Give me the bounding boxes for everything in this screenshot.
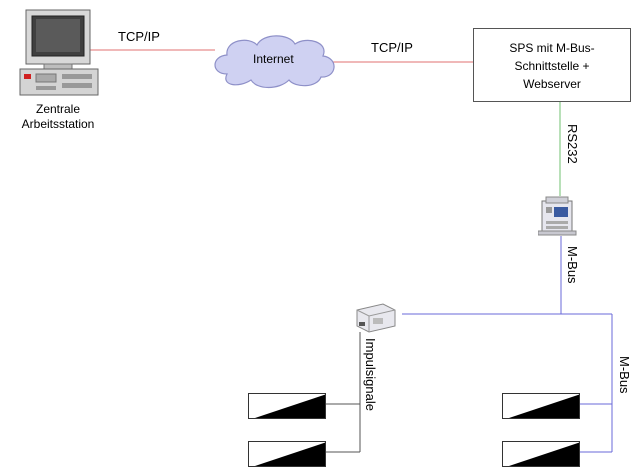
mbus-converter-icon <box>538 196 577 236</box>
tcpip-label-left: TCP/IP <box>118 29 160 44</box>
sps-label-line2: Schnittstelle + <box>514 59 590 73</box>
meter-impulse-1 <box>248 393 326 419</box>
mbus-label-right: M-Bus <box>617 356 632 394</box>
meter-icon <box>255 394 325 418</box>
computer-icon <box>19 9 99 96</box>
workstation-label-line1: Zentrale <box>35 102 81 116</box>
workstation-label-line2: Arbeitsstation <box>21 117 95 131</box>
rs232-label: RS232 <box>565 124 580 164</box>
meter-impulse-2 <box>248 441 326 467</box>
internet-label: Internet <box>253 52 294 66</box>
pulse-module-icon <box>356 303 396 333</box>
internet-cloud: Internet <box>205 30 341 90</box>
sps-label-line3: Webserver <box>523 77 581 91</box>
sps-webserver-box: SPS mit M-Bus- Schnittstelle + Webserver <box>473 28 631 102</box>
meter-icon <box>509 442 579 466</box>
workstation-node: Zentrale Arbeitsstation <box>8 4 108 134</box>
meter-icon <box>509 394 579 418</box>
tcpip-label-right: TCP/IP <box>371 40 413 55</box>
meter-mbus-2 <box>502 441 580 467</box>
meter-icon <box>255 442 325 466</box>
meter-mbus-1 <box>502 393 580 419</box>
impulse-label: Impulsignale <box>363 338 378 411</box>
cloud-icon <box>214 35 335 89</box>
mbus-label-upper: M-Bus <box>565 246 580 284</box>
sps-label-line1: SPS mit M-Bus- <box>509 41 595 55</box>
